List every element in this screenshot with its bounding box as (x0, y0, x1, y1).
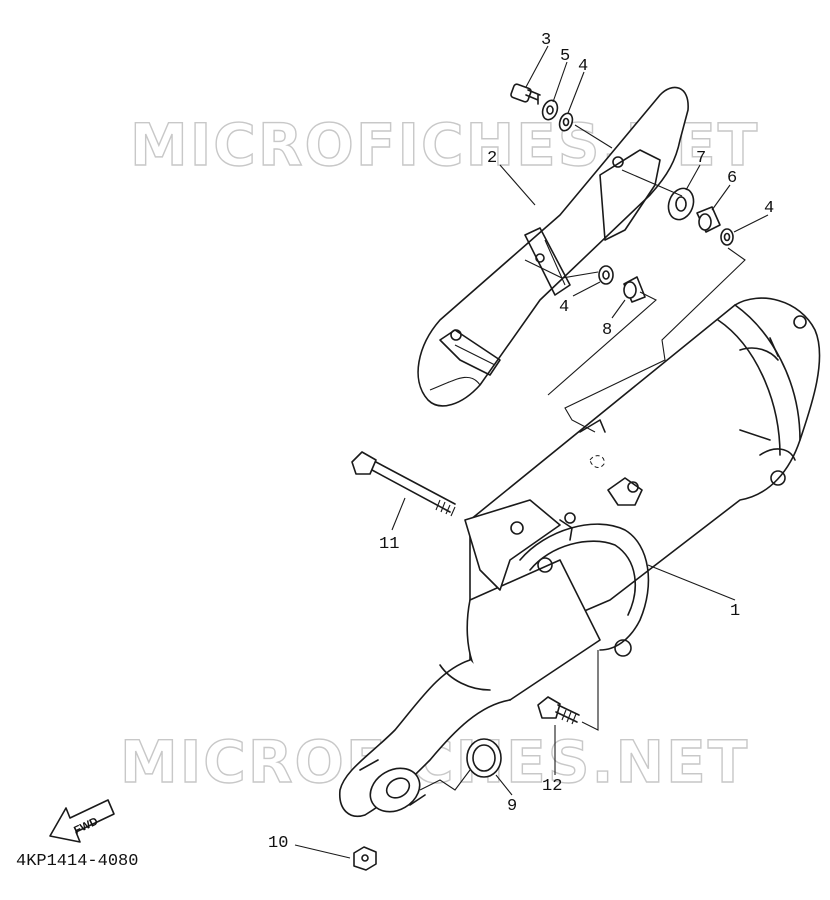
callout-6: 6 (727, 169, 737, 188)
callout-11: 11 (379, 535, 399, 554)
washer-part-5-hole (546, 105, 554, 115)
assembly-lines (419, 124, 746, 791)
callout-3: 3 (541, 31, 551, 50)
muffler-part-1 (339, 297, 821, 817)
leader-lines (294, 45, 769, 859)
callout-4-lower: 4 (559, 298, 569, 317)
nut-part-10 (353, 846, 377, 871)
washer-part-4-right (720, 228, 734, 246)
callout-8: 8 (602, 321, 612, 340)
collar-part-6 (696, 206, 721, 233)
bolt-part-12 (537, 696, 580, 725)
callout-2: 2 (487, 149, 497, 168)
washer-part-4-top (558, 112, 574, 132)
damper-part-8 (623, 276, 646, 303)
washer-part-4-lower-hole (602, 270, 610, 280)
gasket-part-9 (466, 738, 502, 778)
fwd-arrow-icon: FWD (49, 799, 115, 843)
washer-part-4-top-hole (562, 117, 570, 127)
callout-1: 1 (730, 602, 740, 621)
callout-9: 9 (507, 797, 517, 816)
callout-12: 12 (542, 777, 562, 796)
callout-10: 10 (268, 834, 288, 853)
washer-part-4-right-hole (723, 232, 731, 242)
bolt-part-3 (510, 83, 541, 105)
callout-4-right: 4 (764, 199, 774, 218)
callout-7: 7 (696, 149, 706, 168)
diagram-code: 4KP1414-4080 (16, 852, 139, 871)
bolt-part-11 (351, 451, 456, 517)
washer-part-4-lower (598, 265, 614, 285)
callout-5: 5 (560, 47, 570, 66)
heat-shield-part-2 (417, 86, 689, 407)
callout-4-top: 4 (578, 57, 588, 76)
